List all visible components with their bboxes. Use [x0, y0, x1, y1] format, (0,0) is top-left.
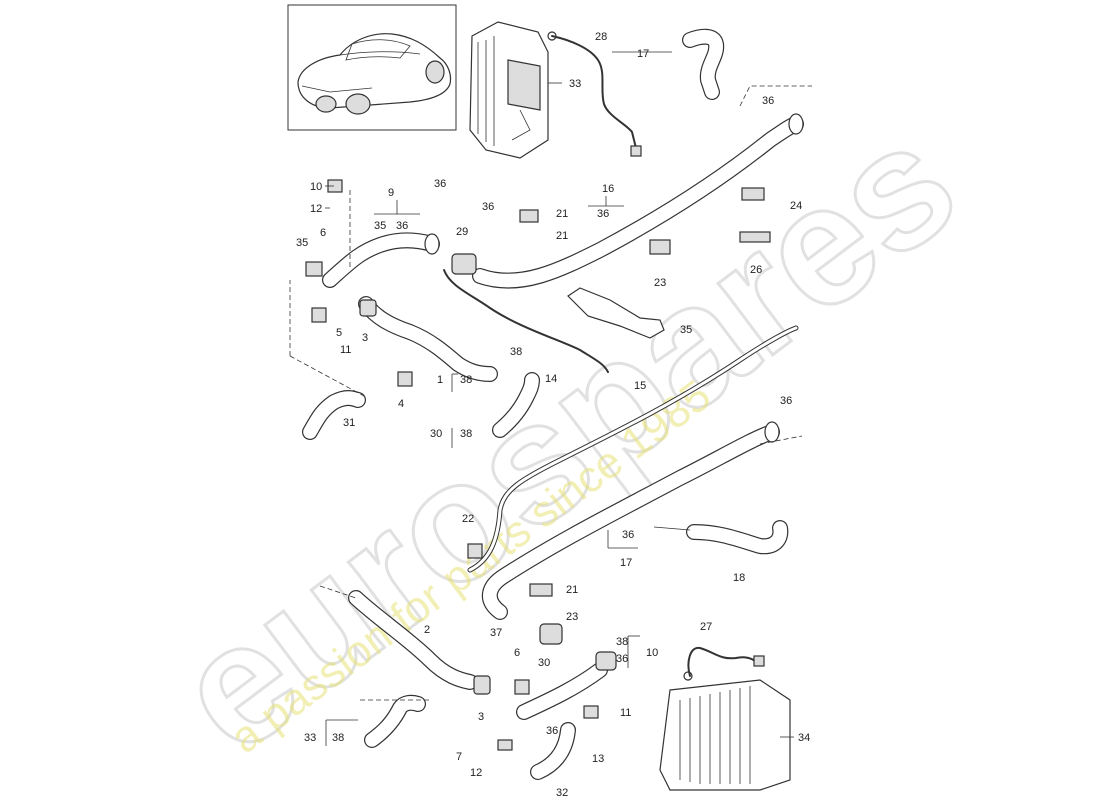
vehicle-thumbnail: [287, 4, 457, 131]
callout-17: 17: [637, 48, 649, 60]
callout-16: 17: [620, 557, 632, 569]
callout-28-bottom: 30: [538, 657, 550, 669]
callout-11-bottom: 12: [470, 767, 482, 779]
callout-38-b: 38: [460, 428, 472, 440]
callout-3-bottom: 3: [478, 711, 484, 723]
callout-9: 10: [646, 647, 658, 659]
callout-14: 15: [634, 380, 646, 392]
callout-6-bottom: 6: [514, 647, 520, 659]
radiator-bottom: [659, 671, 791, 791]
callout-labels: 10 12 35 6 5 11 3 9 35 36 36 29 36 21 21…: [296, 31, 810, 799]
leader-lines: [289, 51, 812, 746]
radiator-top: [469, 21, 557, 159]
callout-37: 38: [460, 374, 472, 386]
bracket-34: [567, 287, 665, 339]
callout-21-bottom: 23: [566, 611, 578, 623]
callout-36-a: 36: [396, 220, 408, 232]
callout-34: 35: [680, 324, 692, 336]
callout-28-top: 29: [456, 226, 468, 238]
callout-6-top: 6: [320, 227, 326, 239]
callout-15: 16: [602, 183, 614, 195]
callout-35-b: 35: [374, 220, 386, 232]
callout-4: 4: [398, 398, 404, 410]
callout-33-bottom: 34: [798, 732, 810, 744]
callout-33-top: 33: [569, 78, 581, 90]
callout-36-e: 36: [762, 95, 774, 107]
callout-31: 32: [556, 787, 568, 799]
callout-38-a: 38: [510, 346, 522, 358]
callout-29: 30: [430, 428, 442, 440]
callout-23-mid: 23: [654, 277, 666, 289]
callout-35-top: 35: [296, 237, 308, 249]
callout-18: 18: [733, 572, 745, 584]
callout-36-h: 37: [490, 627, 502, 639]
callout-2: 2: [424, 624, 430, 636]
callout-32: 33: [304, 732, 316, 744]
callout-36-g: 36: [622, 529, 634, 541]
callout-24: 26: [750, 264, 762, 276]
callout-36-f: 36: [780, 395, 792, 407]
callout-35-c: 36: [616, 653, 628, 665]
callout-11-top: 11: [340, 344, 351, 356]
callout-10-bottom: 11: [620, 707, 631, 719]
callout-36-d: 36: [597, 208, 609, 220]
sensor-cable-27: [551, 35, 637, 149]
callout-30: 31: [343, 417, 355, 429]
callout-12-top: 12: [310, 203, 322, 215]
callout-12-bottom: 13: [592, 753, 604, 765]
callout-21-top: 21: [556, 230, 568, 242]
callout-35-d: 36: [546, 725, 558, 737]
callout-36-b: 36: [434, 178, 446, 190]
callout-36-c: 36: [482, 201, 494, 213]
callout-3-top: 3: [362, 332, 368, 344]
callout-20: 21: [566, 584, 578, 596]
callout-10-top: 10: [310, 181, 322, 193]
callout-5: 5: [336, 327, 342, 339]
callout-22: 22: [462, 513, 474, 525]
callout-23-right: 24: [790, 200, 802, 212]
callout-27: 28: [595, 31, 607, 43]
callout-38-c: 38: [332, 732, 344, 744]
callout-13: 14: [545, 373, 557, 385]
callout-26: 27: [700, 621, 712, 633]
callout-36-i: 38: [616, 636, 628, 648]
callout-7: 7: [456, 751, 462, 763]
callout-1: 1: [437, 374, 443, 386]
callout-19: 21: [556, 208, 568, 220]
callout-8: 9: [388, 187, 394, 199]
